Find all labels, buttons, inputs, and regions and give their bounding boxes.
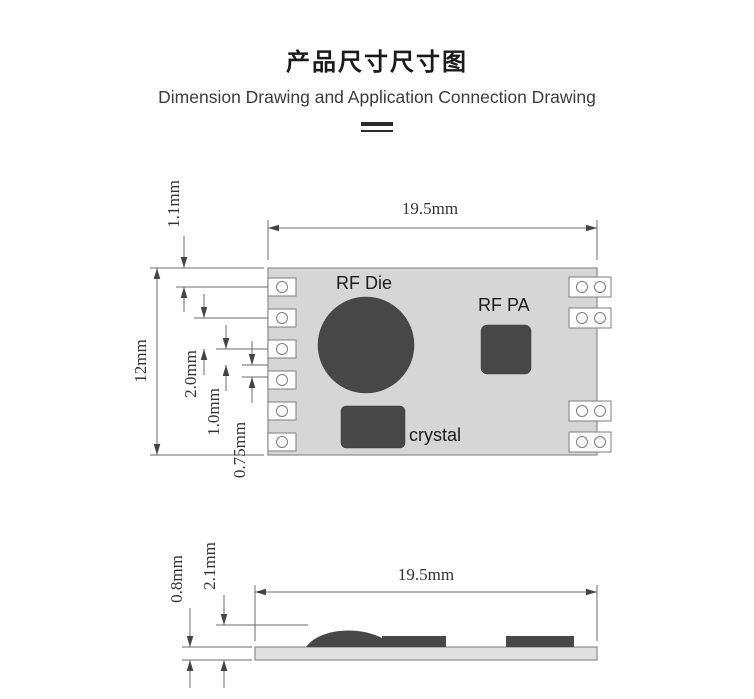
dimension-board-thickness: 0.8mm [167, 555, 252, 688]
dimension-board-height: 12mm [131, 267, 264, 456]
page-subtitle: Dimension Drawing and Application Connec… [158, 87, 596, 107]
castellated-pin [267, 277, 297, 297]
page-title: 产品尺寸尺寸图 [286, 49, 468, 76]
castellated-pins-left [267, 277, 297, 452]
side-chip-b [506, 636, 574, 647]
castellated-pin [267, 432, 297, 452]
castellated-pin [568, 307, 612, 329]
castellated-pin [568, 276, 612, 298]
castellated-pin [267, 339, 297, 359]
castellated-pin [267, 308, 297, 328]
divider-thick-bar [361, 122, 393, 126]
rf-die-chip [317, 296, 415, 394]
top-width-label: 19.5mm [402, 199, 458, 218]
pin-width-label: 0.75mm [230, 422, 249, 478]
side-die-dome [306, 630, 394, 647]
dimension-pin-top-offset: 1.1mm [164, 180, 188, 312]
castellated-pin [267, 370, 297, 390]
top-view: RF Die RF PA crystal 19.5mm 12mm [131, 180, 612, 478]
castellated-pin [267, 401, 297, 421]
castellated-pin [568, 431, 612, 453]
side-view: 19.5mm 2.1mm 0.8mm [167, 542, 598, 688]
dimension-overall-height: 2.1mm [200, 542, 308, 688]
side-chip-a [382, 636, 446, 647]
rf-pa-chip [480, 324, 532, 375]
castellated-pin [568, 400, 612, 422]
dimension-top-width: 19.5mm [267, 199, 598, 260]
board-thickness-label: 0.8mm [167, 555, 186, 603]
castellated-pins-right [568, 276, 612, 453]
dimension-pin-width: 0.75mm [230, 341, 256, 478]
header-divider [0, 122, 754, 132]
pin-extension-lines [176, 286, 268, 378]
pin-top-offset-label: 1.1mm [164, 180, 183, 228]
side-board [254, 646, 598, 661]
crystal-label: crystal [409, 425, 461, 445]
dimension-side-width: 19.5mm [254, 565, 598, 641]
board-height-label: 12mm [131, 339, 150, 382]
dimension-pin-pitch: 2.0mm [181, 294, 208, 398]
rf-die-label: RF Die [336, 273, 392, 293]
overall-height-label: 2.1mm [200, 542, 219, 590]
page-header: 产品尺寸尺寸图 Dimension Drawing and Applicatio… [0, 0, 754, 132]
rf-pa-label: RF PA [478, 295, 530, 315]
side-width-label: 19.5mm [398, 565, 454, 584]
pin-pitch-label: 2.0mm [181, 350, 200, 398]
pin-offset-label: 1.0mm [204, 388, 223, 436]
divider-thin-bar [361, 130, 393, 132]
crystal-chip [340, 405, 406, 449]
dimension-pin-offset: 1.0mm [204, 325, 230, 436]
